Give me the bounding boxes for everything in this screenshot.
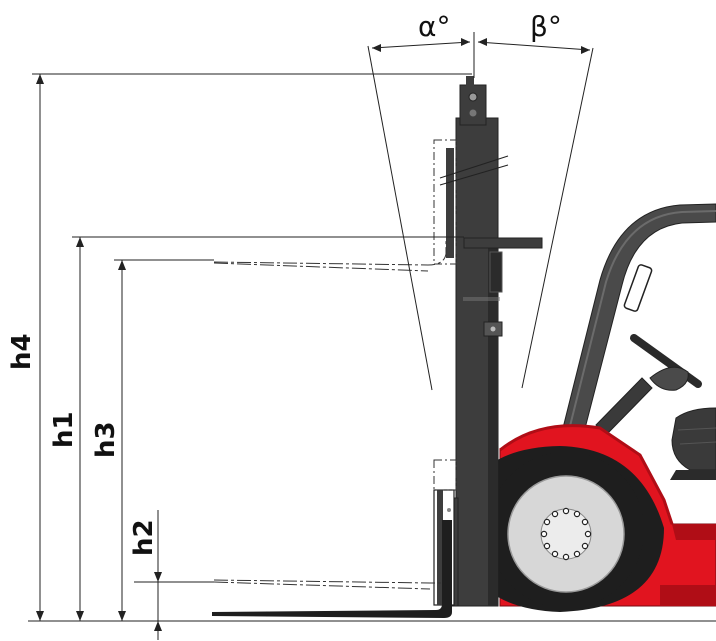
- dimension-h2: [134, 510, 214, 640]
- operator-cab: [559, 203, 716, 443]
- h4-label: h4: [7, 333, 37, 370]
- h2-label: h2: [129, 519, 159, 556]
- dimension-h3: [114, 259, 214, 621]
- raised-carriage: [433, 139, 509, 491]
- alpha-label: α°: [418, 10, 450, 43]
- forklift-fork-raised: [213, 240, 447, 590]
- h3-label: h3: [91, 421, 121, 458]
- front-wheel-icon: [462, 446, 664, 612]
- beta-label: β°: [530, 10, 562, 43]
- tilt-angle-lines: [367, 32, 594, 391]
- seat-icon: [670, 407, 716, 480]
- h1-label: h1: [49, 411, 79, 448]
- dimension-h4: [32, 73, 472, 621]
- forklift-fork: [212, 520, 452, 618]
- steering-wheel-icon: [595, 334, 702, 436]
- dimension-h1: [72, 236, 464, 621]
